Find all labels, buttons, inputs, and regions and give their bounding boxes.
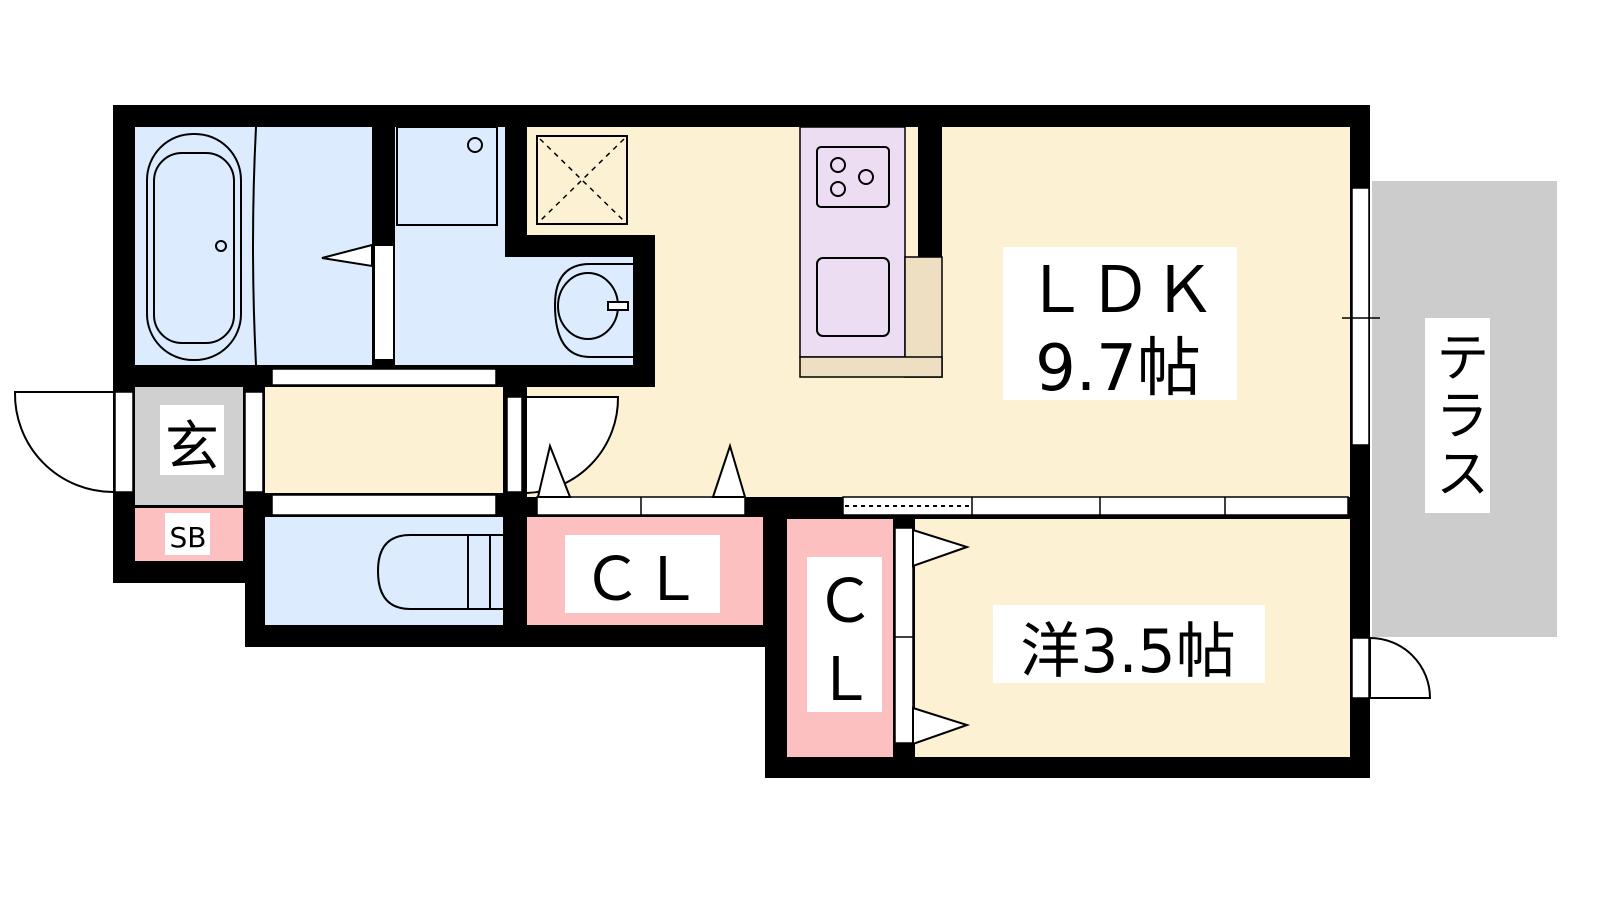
ldk-door[interactable] xyxy=(506,396,523,493)
washroom xyxy=(395,127,505,365)
ldk-size: 9.7帖 xyxy=(1035,332,1201,406)
closet-2-label-bg xyxy=(807,557,882,712)
kitchen-sink-icon xyxy=(816,257,890,337)
closet-2-label-line1: Ｃ xyxy=(815,567,875,637)
sliding-door[interactable] xyxy=(271,494,497,516)
fridge-space-icon xyxy=(536,135,628,225)
closet-1-label: ＣＬ xyxy=(582,545,702,615)
entrance-label: 玄 xyxy=(165,415,219,478)
closet-2-door[interactable] xyxy=(894,527,914,744)
front-door[interactable] xyxy=(114,391,134,493)
sb-label-bg xyxy=(165,513,210,555)
ldk-name: ＬＤＫ xyxy=(1024,254,1216,328)
entrance-step xyxy=(244,391,264,493)
door-swing-icon xyxy=(321,243,373,268)
terrace-label: テラス xyxy=(1425,318,1490,513)
kitchen-base xyxy=(799,356,943,378)
entrance-label-bg xyxy=(160,405,224,475)
door-swing-icon xyxy=(912,706,971,746)
door-swing-icon xyxy=(711,442,747,498)
shoe-box-label: SB xyxy=(170,521,207,554)
door-swing-icon xyxy=(1369,636,1432,699)
stove-icon xyxy=(816,146,890,208)
washing-machine-icon xyxy=(396,126,498,226)
door-swing-icon xyxy=(912,528,971,568)
bath-door[interactable] xyxy=(373,244,395,361)
door-swing-icon xyxy=(536,442,572,498)
sliding-door[interactable] xyxy=(271,368,497,386)
hallway xyxy=(265,387,503,493)
bathtub-icon xyxy=(146,126,257,366)
sliding-door[interactable] xyxy=(842,496,1349,516)
door-swing-icon xyxy=(13,391,114,493)
ldk-label-bg xyxy=(1003,247,1237,400)
western-label-bg xyxy=(993,605,1265,683)
terrace-window[interactable] xyxy=(1351,187,1370,446)
closet-1-label-bg xyxy=(565,535,720,613)
western-room-label: 洋3.5帖 xyxy=(1020,617,1235,687)
sink-icon xyxy=(553,263,633,358)
terrace-door[interactable] xyxy=(1351,637,1370,699)
toilet-icon xyxy=(376,534,503,610)
closet-2-label-line2: Ｌ xyxy=(815,645,875,715)
